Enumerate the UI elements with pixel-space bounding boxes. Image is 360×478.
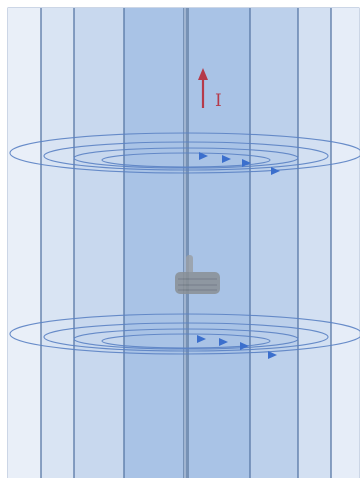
thumbs-up-hand-icon [175, 255, 220, 294]
field-loops-lower [9, 313, 360, 355]
hand-fist [175, 272, 220, 294]
right-triangle-arrow-icon [197, 335, 206, 343]
field-bands [8, 8, 359, 478]
right-triangle-arrow-icon [199, 152, 208, 160]
band-second-right [298, 8, 331, 478]
current-indicator: I [198, 68, 222, 111]
field-loop [9, 132, 360, 174]
field-loop [101, 152, 271, 168]
right-triangle-arrow-icon [222, 155, 231, 163]
right-triangle-arrow-icon [268, 351, 277, 359]
band-outer-right [331, 8, 359, 478]
field-loop [101, 333, 271, 349]
current-wire [183, 8, 189, 478]
band-third-right [250, 8, 298, 478]
band-outer-left [8, 8, 41, 478]
band-second-left [41, 8, 74, 478]
current-label: I [215, 91, 222, 111]
right-triangle-arrow-icon [242, 159, 251, 167]
field-loop [43, 141, 329, 171]
up-arrow-icon-head [198, 68, 208, 80]
band-dividers [40, 8, 332, 478]
field-arrows-upper [199, 152, 280, 175]
band-third-left [74, 8, 124, 478]
right-triangle-arrow-icon [240, 342, 249, 350]
field-loop [43, 322, 329, 352]
field-loops-upper [9, 132, 360, 174]
field-loop [9, 313, 360, 355]
field-loop [73, 147, 299, 169]
field-arrows-lower [197, 335, 277, 359]
right-triangle-arrow-icon [271, 167, 280, 175]
field-loop [73, 328, 299, 350]
right-triangle-arrow-icon [219, 338, 228, 346]
